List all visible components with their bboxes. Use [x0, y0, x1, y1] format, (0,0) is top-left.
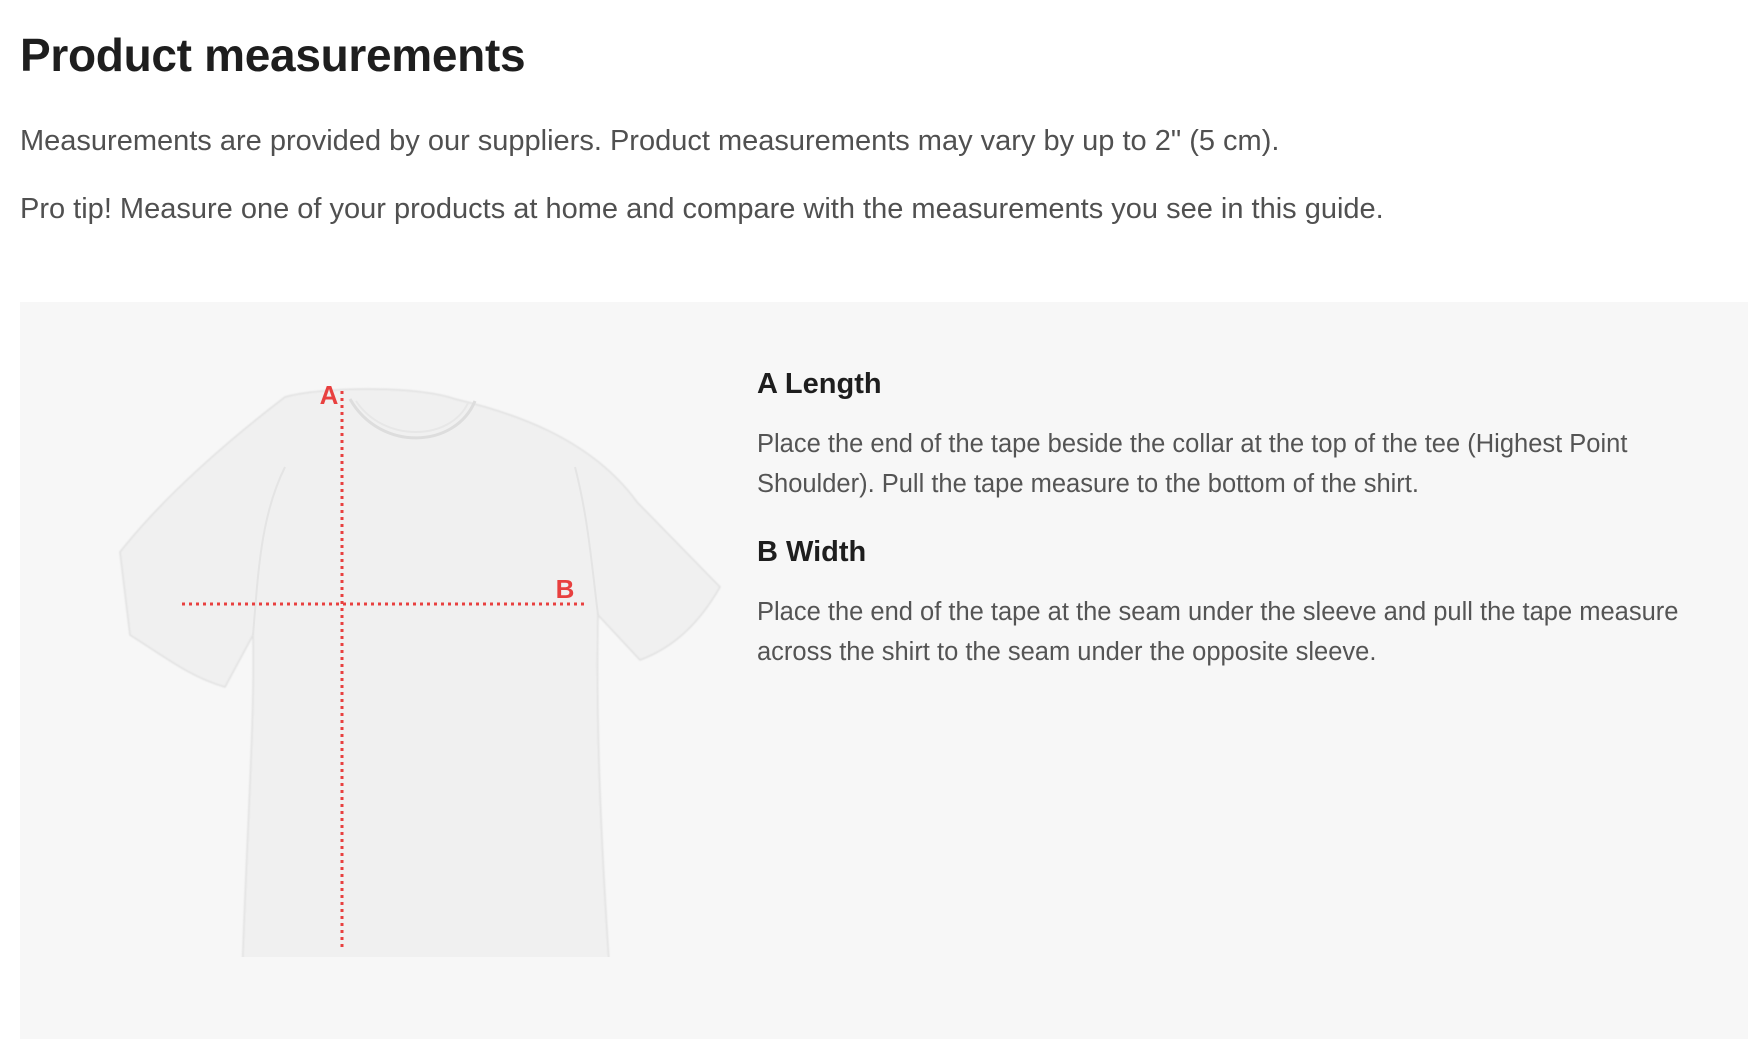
width-heading: B Width — [757, 536, 867, 568]
supplier-note: Measurements are provided by our supplie… — [20, 125, 1280, 157]
marker-label-a: A — [320, 380, 339, 410]
length-heading: A Length — [757, 368, 882, 400]
page-title: Product measurements — [20, 29, 526, 81]
measurement-instructions: A Length Place the end of the tape besid… — [757, 368, 1687, 672]
tshirt-collar — [348, 398, 477, 440]
length-description: Place the end of the tape beside the col… — [757, 430, 1628, 498]
marker-label-b: B — [556, 574, 575, 604]
tshirt-outline — [119, 388, 721, 957]
width-description: Place the end of the tape at the seam un… — [757, 598, 1679, 666]
pro-tip: Pro tip! Measure one of your products at… — [20, 193, 1384, 225]
tshirt-measurement-diagram: A B — [70, 357, 732, 957]
measurement-guide-panel: A B A Length Place the end of the tape b… — [20, 302, 1748, 1039]
